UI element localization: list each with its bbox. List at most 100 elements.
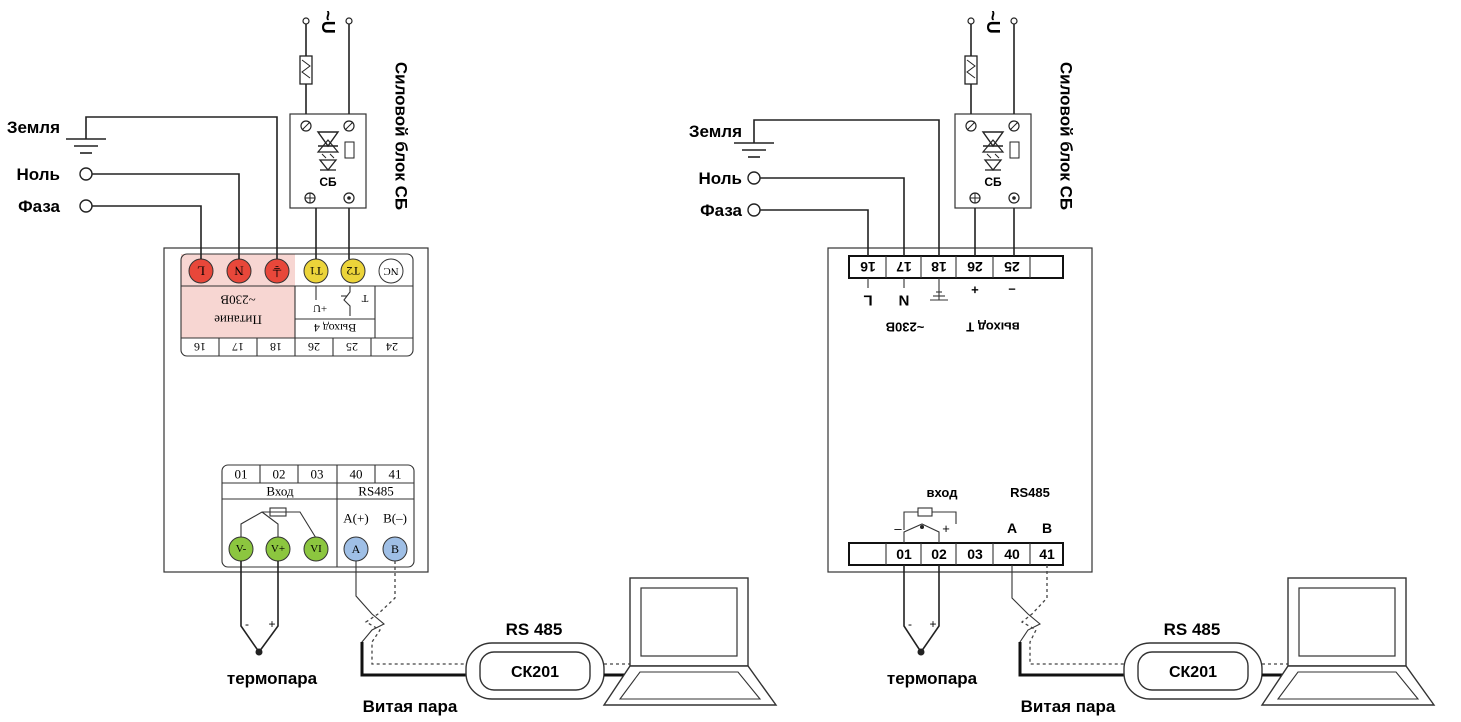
- right-thermocouple-label: термопара: [887, 669, 978, 688]
- right-rs485-title: RS 485: [1164, 620, 1221, 639]
- left-top-terminal-label: T1: [309, 264, 322, 278]
- left-top-number: 26: [308, 340, 320, 354]
- left-top-number: 16: [194, 340, 206, 354]
- left-power-block-label: Силовой блок СБ: [392, 62, 411, 210]
- left-thermocouple-label: термопара: [227, 669, 318, 688]
- left-bottom-block-frame: [221, 464, 415, 568]
- left-top-number: 24: [386, 340, 398, 354]
- right-top-number: 16: [860, 259, 876, 275]
- right-output-label: выход Т: [966, 320, 1020, 335]
- left-bottom-terminal-block: 01 02 03 40 41 Вход RS485 A(+) B(–) V- V…: [221, 464, 415, 568]
- left-neutral-label: Ноль: [17, 165, 61, 184]
- left-mains-wiring: Земля Ноль Фаза: [7, 116, 278, 259]
- right-sb-label: СБ: [984, 175, 1002, 189]
- right-rs485-label: RS485: [1010, 485, 1050, 500]
- right-phase-terminal-icon: [747, 203, 761, 217]
- right-a-label: A: [1007, 520, 1017, 536]
- left-b-label: B(–): [383, 511, 407, 526]
- left-bottom-number: 41: [389, 467, 402, 482]
- left-rs485-label: RS485: [358, 484, 393, 499]
- left-top-block-frame: [180, 253, 414, 357]
- left-bottom-number: 03: [311, 467, 324, 482]
- right-input-label: вход: [927, 485, 959, 500]
- right-laptop-icon: [1260, 577, 1436, 706]
- left-resistor-icon: [299, 55, 313, 85]
- left-thermocouple: - + термопара: [227, 561, 318, 688]
- left-converter-label: СК201: [511, 664, 559, 681]
- right-top-number: 26: [967, 259, 983, 275]
- right-bottom-terminal-strip: 01 02 03 40 41 – + вход RS485 A B: [848, 485, 1064, 566]
- right-top-number: 25: [1004, 259, 1020, 275]
- right-supply-label: ~230В: [886, 320, 925, 335]
- left-power-block: СБ ~U Силовой блок СБ: [289, 10, 411, 259]
- right-power-block: СБ ~U Силовой блок СБ: [954, 10, 1076, 256]
- left-top-terminal-label: T2: [346, 264, 359, 278]
- left-earth-label: Земля: [7, 118, 60, 137]
- left-laptop-icon: [602, 577, 778, 706]
- right-twisted-pair-label: Витая пара: [1021, 697, 1116, 716]
- right-phase-label: Фаза: [700, 201, 742, 220]
- right-converter-inner: [1137, 651, 1249, 691]
- left-output-u: +U: [313, 302, 327, 314]
- left-bottom-number: 01: [235, 467, 248, 482]
- left-output-t: T: [361, 292, 368, 304]
- right-bottom-number: 02: [931, 546, 947, 562]
- right-input-minus: –: [894, 521, 902, 536]
- right-b-label: B: [1042, 520, 1052, 536]
- left-bottom-number: 40: [350, 467, 363, 482]
- left-a-label: A(+): [343, 511, 368, 526]
- left-top-number: 17: [232, 340, 244, 354]
- left-neutral-terminal-icon: [79, 167, 93, 181]
- left-rs485-title: RS 485: [506, 620, 563, 639]
- right-tc-minus: -: [908, 617, 912, 631]
- left-output-label: Выход 4: [314, 321, 356, 335]
- left-diagram: L N ⏚ T1 T2 NC ~230В Питание +U T Выход …: [7, 10, 778, 716]
- left-tc-plus: +: [268, 617, 275, 631]
- right-top-sign: +: [971, 283, 979, 298]
- right-converter-label: СК201: [1169, 664, 1217, 681]
- right-bottom-number: 41: [1039, 546, 1055, 562]
- left-supply-u-label: ~U: [318, 10, 338, 34]
- right-resistor-icon: [964, 55, 978, 85]
- left-bottom-terminal-label: V+: [271, 543, 285, 555]
- left-top-terminal-block: L N ⏚ T1 T2 NC ~230В Питание +U T Выход …: [180, 253, 414, 357]
- right-top-terminal-strip: 16 17 18 26 25 L N + – ~230В выход Т: [848, 255, 1064, 335]
- right-diagram: 16 17 18 26 25 L N + – ~230В выход Т: [689, 10, 1436, 716]
- right-input-plus: +: [942, 521, 950, 536]
- right-top-sign: L: [863, 292, 872, 309]
- left-bottom-number: 02: [273, 467, 286, 482]
- right-power-block-label: Силовой блок СБ: [1057, 62, 1076, 210]
- right-neutral-terminal-icon: [747, 171, 761, 185]
- right-earth-label: Земля: [689, 122, 742, 141]
- left-sb-label: СБ: [319, 175, 337, 189]
- left-bottom-terminal-label: VI: [310, 543, 322, 555]
- left-power-label: Питание: [214, 313, 262, 328]
- left-tc-minus: -: [245, 617, 249, 631]
- right-device-body: [827, 247, 1093, 573]
- right-bottom-number: 40: [1004, 546, 1020, 562]
- left-bottom-terminal-label: A: [352, 542, 361, 556]
- left-converter-inner: [479, 651, 591, 691]
- right-bottom-number: 03: [967, 546, 983, 562]
- left-top-number: 18: [270, 340, 282, 354]
- right-supply-u-label: ~U: [983, 10, 1003, 34]
- left-top-number: 25: [346, 340, 358, 354]
- right-converter: СК201 RS 485: [1123, 620, 1288, 700]
- left-top-terminal-label: ⏚: [270, 264, 283, 279]
- right-bottom-number: 01: [896, 546, 912, 562]
- right-top-number: 17: [896, 259, 912, 275]
- right-neutral-label: Ноль: [699, 169, 743, 188]
- right-top-number: 18: [931, 259, 947, 275]
- left-phase-label: Фаза: [18, 197, 60, 216]
- left-power-label: ~230В: [220, 293, 256, 308]
- right-tc-plus: +: [929, 617, 936, 631]
- left-top-terminal-label: N: [234, 264, 244, 279]
- left-converter: СК201 RS 485: [465, 620, 630, 700]
- left-twisted-pair: Витая пара: [355, 561, 470, 716]
- left-twisted-pair-label: Витая пара: [363, 697, 458, 716]
- left-top-terminal-label: NC: [383, 265, 398, 277]
- right-top-sign: N: [899, 292, 910, 309]
- left-bottom-terminal-label: V-: [236, 543, 247, 555]
- right-thermocouple: - + термопара: [887, 565, 978, 688]
